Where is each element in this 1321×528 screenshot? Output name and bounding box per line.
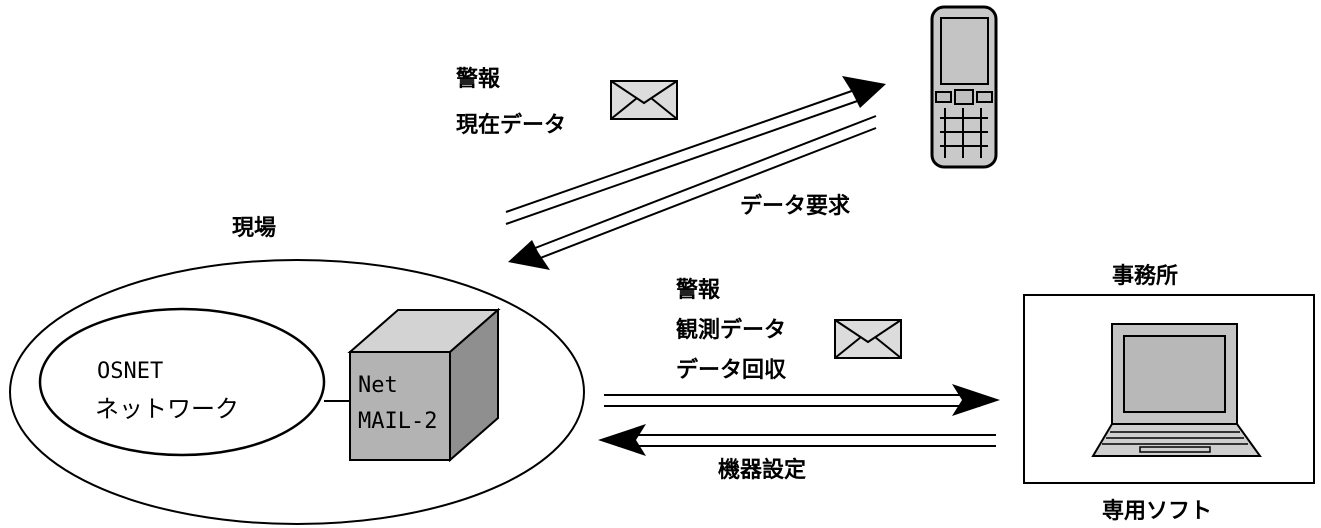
mobile-request-label: データ要求 (740, 193, 850, 219)
office-config-arrow (598, 424, 996, 456)
mobile-send-label-line1: 警報 (455, 66, 501, 92)
office-label: 事務所 (1112, 263, 1178, 289)
network-label-line2: ネットワーク (95, 395, 239, 423)
network-label-line1: OSNET (97, 359, 163, 384)
mobile-request-arrow (508, 115, 877, 270)
office-config-label: 機器設定 (718, 457, 806, 483)
network-ellipse (38, 307, 326, 457)
mobile-phone-icon (930, 5, 998, 169)
mobile-send-arrow (505, 76, 886, 225)
device-label-line2: MAIL-2 (358, 409, 437, 434)
office-send-label-line3: データ回収 (676, 357, 787, 383)
office-send-label-line1: 警報 (675, 277, 721, 303)
office-send-label-line2: 観測データ (676, 317, 786, 343)
mail-envelope-icon (610, 80, 678, 120)
mobile-send-label-line2: 現在データ (456, 112, 566, 138)
device-label-line1: Net (358, 373, 398, 398)
netmail-device (347, 307, 501, 463)
software-label: 専用ソフト (1102, 499, 1212, 524)
office-send-arrow (604, 384, 1000, 416)
mail-envelope-icon (834, 319, 902, 359)
laptop-icon (1091, 323, 1262, 457)
site-label: 現場 (232, 216, 276, 241)
